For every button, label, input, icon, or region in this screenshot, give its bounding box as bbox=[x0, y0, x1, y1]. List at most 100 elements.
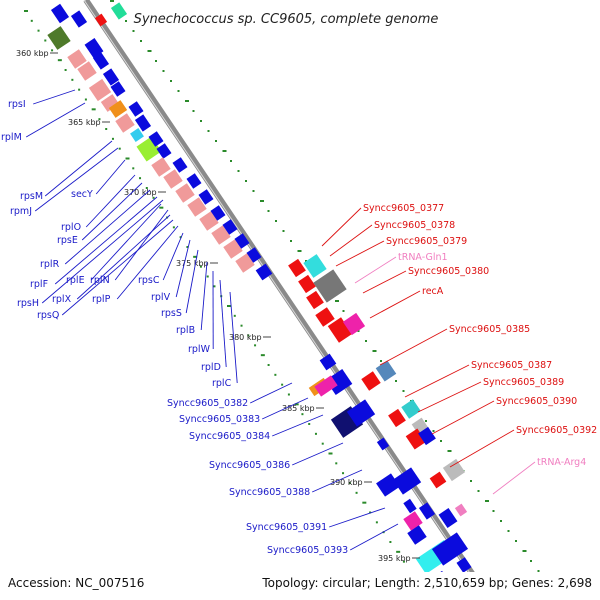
gene-feature[interactable] bbox=[110, 81, 126, 97]
gene-label[interactable]: rpsM bbox=[20, 191, 43, 202]
gene-label[interactable]: Syncc9605_0382 bbox=[167, 398, 248, 409]
gene-feature[interactable] bbox=[418, 502, 436, 520]
gene-feature[interactable] bbox=[110, 2, 128, 20]
gene-label[interactable]: rpsS bbox=[161, 308, 182, 319]
gene-feature[interactable] bbox=[405, 428, 427, 450]
gene-label[interactable]: rplE bbox=[66, 275, 85, 286]
gene-label[interactable]: Syncc9605_0383 bbox=[179, 414, 260, 425]
gene-label[interactable]: Syncc9605_0392 bbox=[516, 425, 597, 436]
gene-feature[interactable] bbox=[407, 525, 427, 545]
gene-label[interactable]: Syncc9605_0393 bbox=[267, 545, 348, 556]
gene-feature[interactable] bbox=[376, 473, 400, 497]
gene-feature[interactable] bbox=[100, 94, 120, 112]
gene-feature[interactable] bbox=[175, 183, 195, 203]
gene-feature[interactable] bbox=[315, 307, 335, 327]
gene-label[interactable]: tRNA-Arg4 bbox=[537, 457, 586, 468]
gene-feature[interactable] bbox=[199, 211, 219, 231]
gene-feature[interactable] bbox=[92, 52, 110, 70]
gene-feature[interactable] bbox=[67, 49, 87, 69]
gene-label[interactable]: Syncc9605_0380 bbox=[408, 266, 489, 277]
gene-label[interactable]: rpsH bbox=[17, 298, 39, 309]
gene-label[interactable]: tRNA-Gln1 bbox=[398, 252, 448, 263]
gene-label[interactable]: rpsC bbox=[138, 275, 160, 286]
gene-feature[interactable] bbox=[223, 239, 243, 259]
gene-feature[interactable] bbox=[429, 471, 447, 489]
gene-label[interactable]: rpmJ bbox=[10, 206, 32, 217]
gene-feature[interactable] bbox=[151, 157, 171, 177]
gene-feature[interactable] bbox=[128, 101, 144, 117]
gene-feature[interactable] bbox=[50, 3, 70, 24]
gene-label[interactable]: Syncc9605_0386 bbox=[209, 460, 290, 471]
gene-label[interactable]: secY bbox=[71, 189, 93, 200]
gene-label[interactable]: rplC bbox=[212, 378, 232, 389]
gene-feature[interactable] bbox=[211, 225, 231, 245]
gene-label[interactable]: rplV bbox=[151, 292, 171, 303]
gene-feature[interactable] bbox=[442, 458, 466, 482]
gene-feature[interactable] bbox=[388, 408, 406, 428]
gene-label[interactable]: rplB bbox=[176, 325, 195, 336]
gene-feature[interactable] bbox=[255, 263, 273, 281]
gene-feature[interactable] bbox=[115, 113, 135, 133]
gene-feature[interactable] bbox=[375, 360, 397, 382]
gene-label[interactable]: rpsI bbox=[8, 99, 26, 110]
gene-feature[interactable] bbox=[186, 173, 202, 189]
gene-feature[interactable] bbox=[418, 426, 436, 446]
gene-feature[interactable] bbox=[392, 467, 422, 495]
gene-feature[interactable] bbox=[342, 312, 366, 336]
gene-label[interactable]: Syncc9605_0384 bbox=[189, 431, 270, 442]
gene-feature[interactable] bbox=[456, 557, 472, 573]
gene-feature[interactable] bbox=[148, 131, 164, 147]
gene-feature[interactable] bbox=[134, 114, 152, 132]
gene-label[interactable]: Syncc9605_0391 bbox=[246, 522, 327, 533]
gene-label[interactable]: rplD bbox=[201, 362, 221, 373]
gene-label[interactable]: Syncc9605_0379 bbox=[386, 236, 467, 247]
gene-feature[interactable] bbox=[401, 399, 421, 419]
gene-feature[interactable] bbox=[454, 503, 468, 517]
gene-feature[interactable] bbox=[198, 189, 214, 205]
gene-label[interactable]: rplO bbox=[61, 222, 81, 233]
gene-feature[interactable] bbox=[94, 13, 108, 27]
gene-feature[interactable] bbox=[403, 498, 417, 514]
gene-label[interactable]: Syncc9605_0377 bbox=[363, 203, 444, 214]
gene-feature[interactable] bbox=[156, 143, 172, 159]
gene-feature[interactable] bbox=[403, 511, 423, 531]
gene-feature[interactable] bbox=[77, 61, 97, 81]
gene-feature[interactable] bbox=[361, 371, 381, 391]
gene-feature[interactable] bbox=[319, 353, 337, 371]
gene-label[interactable]: rplM bbox=[1, 132, 22, 143]
gene-feature[interactable] bbox=[222, 219, 238, 235]
gene-feature[interactable] bbox=[438, 508, 458, 528]
gene-feature[interactable] bbox=[306, 290, 324, 310]
gene-feature[interactable] bbox=[130, 128, 144, 142]
gene-label[interactable]: Syncc9605_0387 bbox=[471, 360, 552, 371]
gene-feature[interactable] bbox=[327, 317, 353, 343]
gene-label[interactable]: rplX bbox=[52, 294, 72, 305]
gene-label[interactable]: rplR bbox=[40, 259, 60, 270]
gene-label[interactable]: recA bbox=[422, 286, 444, 297]
gene-label[interactable]: rplN bbox=[90, 275, 110, 286]
gene-feature[interactable] bbox=[288, 258, 306, 278]
gene-feature[interactable] bbox=[172, 157, 188, 173]
gene-label[interactable]: rplF bbox=[30, 279, 48, 290]
gene-feature[interactable] bbox=[303, 254, 327, 278]
gene-label[interactable]: rpsQ bbox=[37, 310, 59, 321]
gene-feature[interactable] bbox=[70, 10, 88, 28]
gene-label[interactable]: rplW bbox=[188, 344, 211, 355]
gene-feature[interactable] bbox=[246, 247, 262, 263]
gene-feature[interactable] bbox=[84, 38, 104, 58]
gene-label[interactable]: rpsE bbox=[57, 235, 78, 246]
gene-feature[interactable] bbox=[313, 269, 347, 303]
gene-label[interactable]: rplP bbox=[92, 294, 111, 305]
gene-feature[interactable] bbox=[108, 100, 128, 118]
gene-feature[interactable] bbox=[88, 78, 112, 102]
gene-feature[interactable] bbox=[376, 437, 390, 451]
gene-feature[interactable] bbox=[234, 233, 250, 249]
gene-label[interactable]: Syncc9605_0390 bbox=[496, 396, 577, 407]
gene-feature[interactable] bbox=[235, 253, 255, 273]
gene-feature[interactable] bbox=[187, 197, 207, 217]
gene-feature[interactable] bbox=[163, 169, 183, 189]
gene-label[interactable]: Syncc9605_0385 bbox=[449, 324, 530, 335]
gene-label[interactable]: Syncc9605_0378 bbox=[374, 220, 455, 231]
gene-feature[interactable] bbox=[210, 205, 226, 221]
gene-feature[interactable] bbox=[298, 274, 316, 294]
